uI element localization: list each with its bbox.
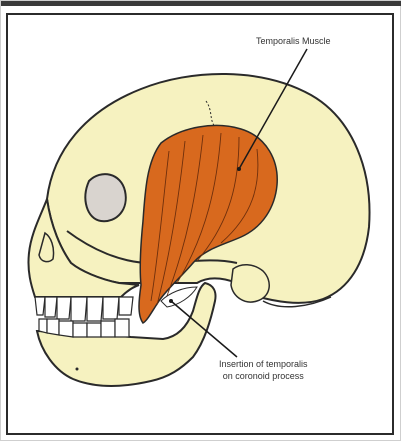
insertion-leader-dot bbox=[169, 299, 173, 303]
insertion-label-line1: Insertion of temporalis bbox=[219, 358, 308, 370]
teeth bbox=[35, 297, 133, 337]
insertion-label: Insertion of temporalis on coronoid proc… bbox=[219, 358, 308, 382]
mental-foramen bbox=[76, 368, 79, 371]
temporalis-leader-dot bbox=[237, 167, 241, 171]
temporalis-label: Temporalis Muscle bbox=[256, 35, 331, 47]
eye-orbit bbox=[85, 174, 125, 221]
insertion-label-line2: on coronoid process bbox=[219, 370, 308, 382]
